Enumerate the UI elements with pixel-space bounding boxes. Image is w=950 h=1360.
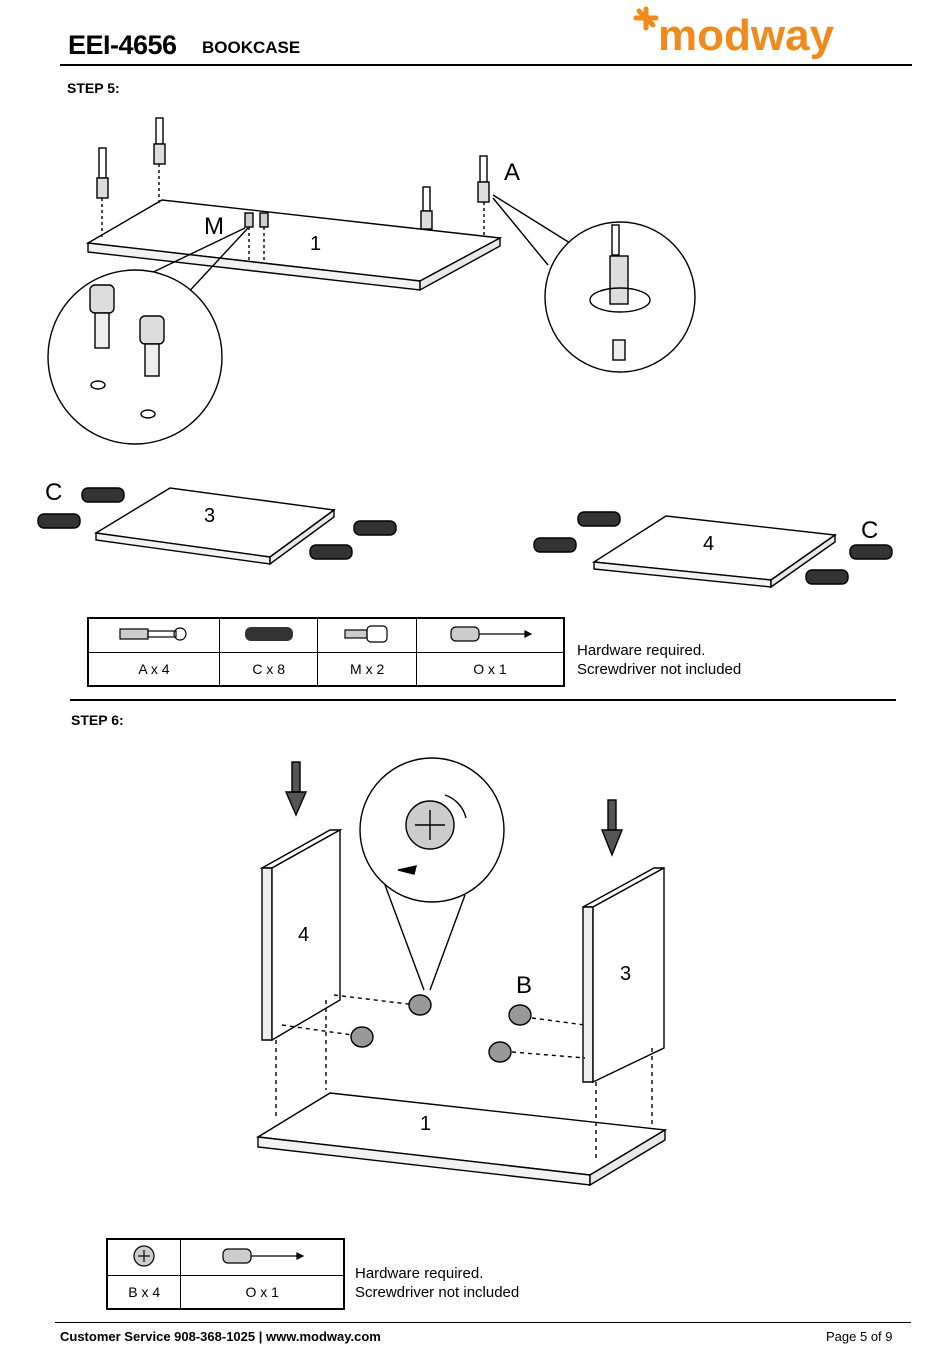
detail-circle-cam-lock — [360, 758, 504, 990]
step5-diagram: A M C C 1 3 4 — [0, 95, 950, 615]
callout-c-right: C — [861, 517, 878, 544]
detail-circle-screws — [48, 228, 248, 444]
step5-note-line2: Screwdriver not included — [577, 660, 741, 679]
step6-title: STEP 6: — [71, 712, 124, 728]
callout-m: M — [204, 213, 224, 240]
panel-4 — [594, 516, 835, 587]
product-type: BOOKCASE — [202, 38, 300, 58]
hw-o-cell — [416, 618, 564, 652]
hw-m-label: M x 2 — [318, 652, 416, 686]
panel-label-4: 4 — [703, 533, 714, 555]
cam-bolt-a-1 — [97, 148, 108, 238]
logo-wordmark: modway — [658, 11, 835, 60]
model-number: EEI-4656 — [68, 30, 177, 61]
hw-m-cell — [318, 618, 416, 652]
step6-note-line1: Hardware required. — [355, 1264, 519, 1283]
hw-o-label-step6: O x 1 — [181, 1275, 344, 1309]
header-rule — [60, 64, 912, 66]
hw-o-label: O x 1 — [416, 652, 564, 686]
down-arrow-icon — [286, 762, 306, 815]
hw-o-cell-step6 — [181, 1239, 344, 1275]
hw-c-label: C x 8 — [220, 652, 318, 686]
hw-a-cell — [88, 618, 220, 652]
base-panel-1 — [258, 1093, 665, 1185]
step6-diagram: 4 3 1 B — [0, 740, 950, 1210]
panel-label-4-step6: 4 — [298, 924, 309, 946]
modway-logo: modway — [628, 6, 878, 68]
panel-label-1: 1 — [310, 233, 321, 255]
step5-hardware-table: A x 4 C x 8 M x 2 O x 1 — [87, 617, 565, 687]
cam-bolt-a-3 — [421, 187, 432, 229]
step5-note: Hardware required. Screwdriver not inclu… — [577, 641, 741, 679]
screwdriver-icon — [445, 623, 535, 645]
step5-title: STEP 5: — [67, 80, 120, 96]
down-arrow-icon-2 — [602, 800, 622, 855]
screwdriver-icon — [217, 1245, 307, 1267]
page-number: Page 5 of 9 — [826, 1329, 893, 1344]
step6-note-line2: Screwdriver not included — [355, 1283, 519, 1302]
step5-note-line1: Hardware required. — [577, 641, 741, 660]
callout-b: B — [516, 972, 532, 999]
detail-circle-bolt — [493, 195, 695, 372]
callout-a: A — [504, 159, 520, 186]
logo-star-icon — [636, 9, 656, 28]
step6-note: Hardware required. Screwdriver not inclu… — [355, 1264, 519, 1302]
hw-b-label: B x 4 — [107, 1275, 181, 1309]
customer-service-contact: Customer Service 908-368-1025 | www.modw… — [60, 1329, 381, 1344]
panel-label-3-step6: 3 — [620, 963, 631, 985]
footer-rule — [55, 1322, 911, 1323]
cam-screw-icon — [337, 623, 397, 645]
cam-bolt-icon — [114, 623, 194, 645]
hw-a-label: A x 4 — [88, 652, 220, 686]
panel-label-1-step6: 1 — [420, 1113, 431, 1135]
callout-c-left: C — [45, 479, 62, 506]
panel-label-3: 3 — [204, 505, 215, 527]
wood-dowel-icon — [239, 623, 299, 645]
cam-bolt-a-4 — [478, 156, 489, 238]
cam-lock-icon — [124, 1242, 164, 1270]
step-divider — [70, 699, 896, 701]
hw-b-cell — [107, 1239, 181, 1275]
hw-c-cell — [220, 618, 318, 652]
cam-bolt-a-2 — [154, 118, 165, 205]
cam-locks-b — [351, 995, 531, 1062]
step6-hardware-table: B x 4 O x 1 — [106, 1238, 345, 1310]
